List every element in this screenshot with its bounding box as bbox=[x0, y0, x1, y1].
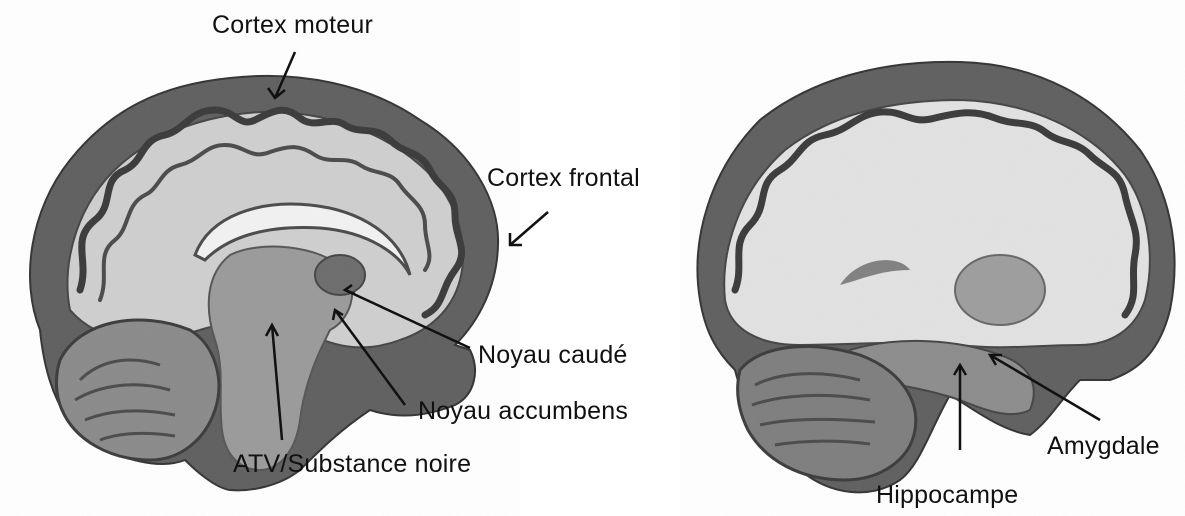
label-motor-cortex: Cortex moteur bbox=[212, 13, 373, 38]
label-hippocampus: Hippocampe bbox=[876, 483, 1018, 508]
left-brain-slice bbox=[0, 0, 520, 516]
label-vta-substantia-nigra: ATV/Substance noire bbox=[233, 452, 471, 477]
label-frontal-cortex: Cortex frontal bbox=[487, 166, 640, 191]
label-amygdala: Amygdale bbox=[1047, 434, 1160, 459]
label-caudate: Noyau caudé bbox=[478, 343, 628, 368]
label-accumbens: Noyau accumbens bbox=[418, 399, 628, 424]
